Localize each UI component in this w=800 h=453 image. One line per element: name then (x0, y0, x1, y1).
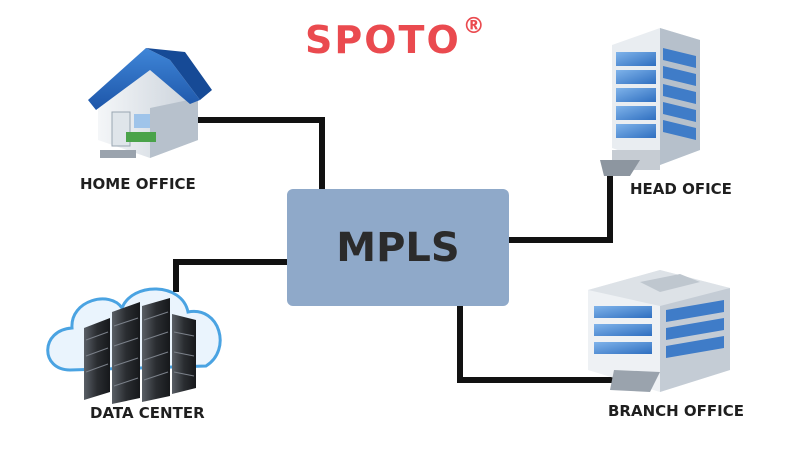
mpls-label: MPLS (336, 224, 460, 271)
node-label-home-office: HOME OFFICE (80, 175, 196, 193)
link-head-office (509, 170, 613, 243)
office-building-icon (588, 270, 730, 392)
spoto-logo: SPOTO® (305, 14, 487, 62)
node-label-head-office: HEAD OFICE (630, 180, 732, 198)
registered-mark: ® (462, 14, 487, 40)
node-label-data-center: DATA CENTER (90, 404, 205, 422)
server-cloud-icon (46, 287, 222, 404)
node-label-branch-office: BRANCH OFFICE (608, 402, 745, 420)
logo-text: SPOTO (305, 18, 461, 62)
mpls-hub: MPLS (287, 189, 509, 306)
link-branch-office (457, 306, 618, 383)
link-home-office (198, 117, 325, 189)
house-icon (88, 48, 212, 158)
office-tower-icon (600, 28, 700, 176)
link-data-center (173, 259, 287, 292)
